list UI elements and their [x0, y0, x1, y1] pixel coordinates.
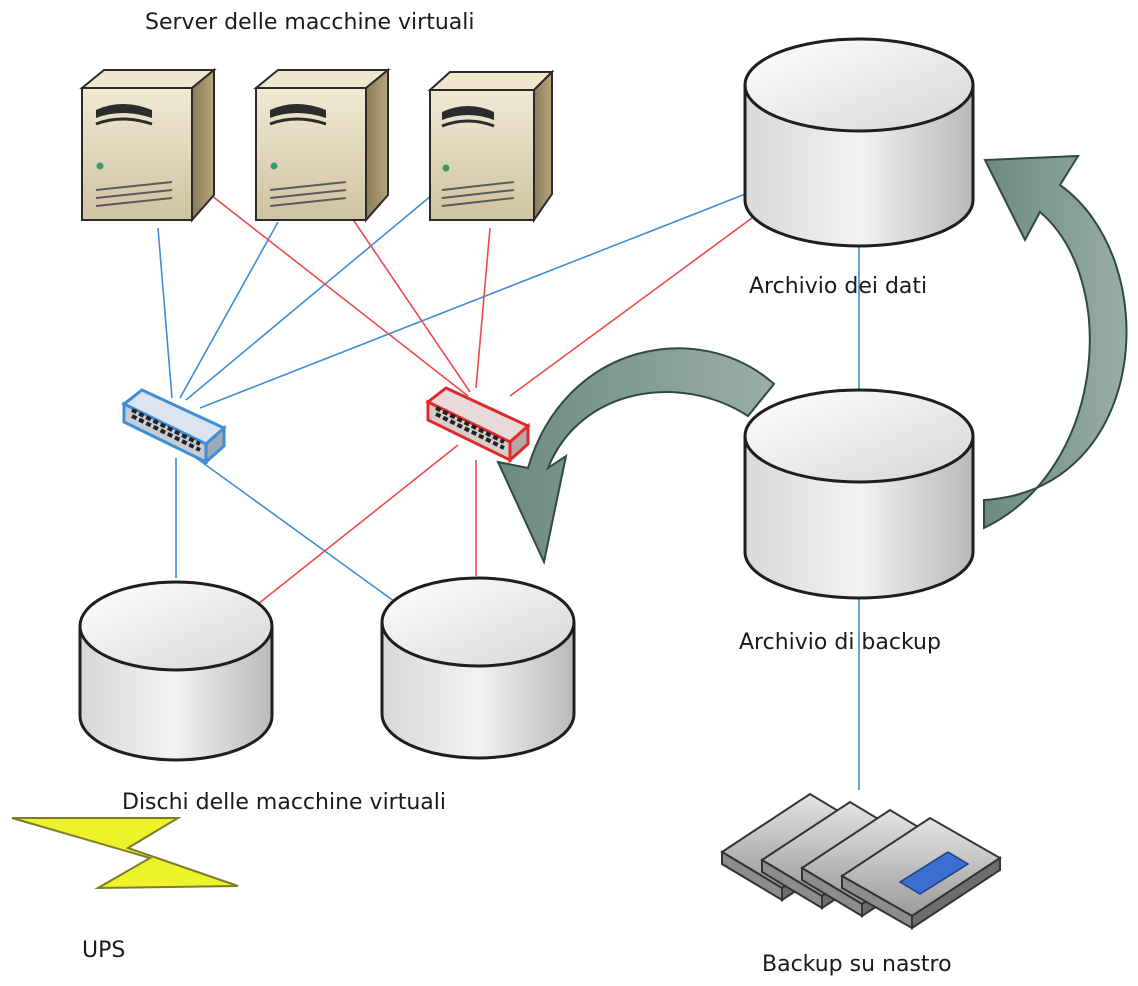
tape-backup-label: Backup su nastro [762, 952, 952, 977]
curved-arrow-icon [496, 347, 776, 566]
link-server1-blue-switch [157, 227, 173, 399]
server-icon [79, 67, 217, 223]
network-links [157, 191, 860, 790]
link-server2-red-switch [351, 217, 471, 393]
server-icon [427, 69, 555, 224]
backup-archive-label: Archivio di backup [739, 630, 941, 655]
link-server3-red-switch [475, 227, 491, 389]
switch-icon [425, 386, 531, 464]
link-server2-blue-switch [179, 221, 279, 399]
link-data-archive-blue-switch [199, 192, 749, 409]
link-server3-blue-switch [185, 194, 433, 401]
ups-label: UPS [82, 938, 126, 963]
disk-cylinder-icon [743, 388, 975, 600]
disk-cylinder-icon [743, 37, 975, 248]
curved-arrow-icon [983, 154, 1128, 530]
link-blue-switch-disk2 [191, 454, 399, 605]
switch-icon [121, 388, 227, 466]
vm-disks-label: Dischi delle macchine virtuali [122, 790, 446, 815]
server-icon [253, 67, 391, 223]
link-red-switch-disk1 [257, 444, 459, 605]
link-data-archive-red-switch [509, 217, 753, 397]
link-server1-red-switch [206, 191, 469, 397]
lightning-bolt-icon [11, 817, 239, 890]
disk-cylinder-icon [380, 576, 576, 760]
data-archive-label: Archivio dei dati [749, 274, 928, 299]
servers-label: Server delle macchine virtuali [145, 10, 475, 35]
disk-cylinder-icon [78, 580, 274, 762]
tape-cartridge-icon [720, 792, 1002, 930]
